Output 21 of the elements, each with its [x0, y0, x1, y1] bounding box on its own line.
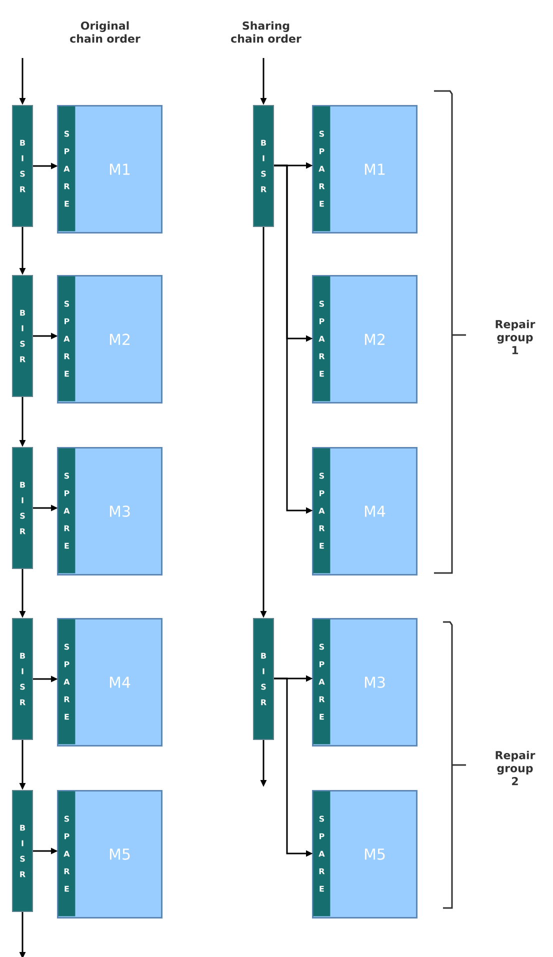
bisr-bar: B I S R	[12, 790, 33, 912]
spare-strip: S P A R E	[313, 276, 330, 402]
column-title: Sharing chain order	[231, 21, 302, 43]
group-label: Repair group 1	[496, 320, 536, 354]
spare-strip: S P A R E	[58, 619, 76, 744]
spare-strip: S P A R E	[58, 276, 76, 402]
bisr-bar: B I S R	[12, 447, 33, 569]
spare-strip: S P A R E	[58, 106, 76, 232]
bisr-bar: B I S R	[253, 105, 274, 227]
spare-strip: S P A R E	[58, 791, 76, 916]
spare-strip: S P A R E	[58, 448, 76, 574]
column-title: Original chain order	[70, 21, 140, 43]
spare-strip: S P A R E	[313, 106, 330, 232]
spare-strip: S P A R E	[313, 448, 330, 574]
bisr-bar: B I S R	[253, 618, 274, 740]
bisr-bar: B I S R	[12, 618, 33, 740]
group-label: Repair group 2	[496, 750, 536, 786]
bisr-bar: B I S R	[12, 105, 33, 227]
spare-strip: S P A R E	[313, 619, 330, 744]
bisr-bar: B I S R	[12, 275, 33, 397]
spare-strip: S P A R E	[313, 791, 330, 916]
